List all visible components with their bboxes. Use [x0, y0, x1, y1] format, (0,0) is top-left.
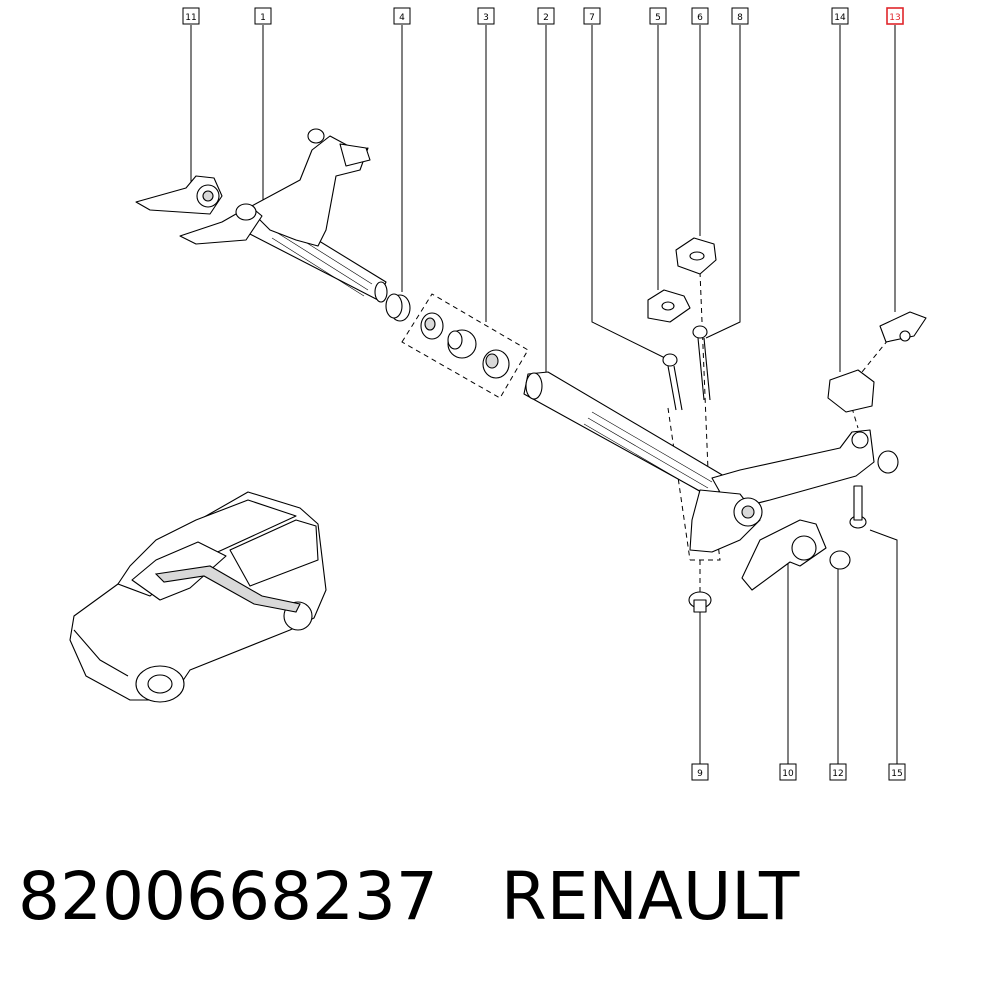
vehicle-illustration: [69, 491, 327, 703]
brackets-and-small-parts: [688, 311, 927, 613]
leader-lines: [190, 25, 898, 764]
callout-number: 5: [655, 13, 661, 23]
callout-number: 9: [697, 769, 703, 779]
callout-box: [886, 7, 904, 25]
callout-6: 6: [691, 7, 709, 25]
callout-number: 14: [834, 13, 846, 23]
callout-8: 8: [731, 7, 749, 25]
callout-box: [393, 7, 411, 25]
callout-4: 4: [393, 7, 411, 25]
callout-12: 12: [829, 763, 847, 781]
callout-number: 12: [832, 769, 843, 779]
callout-box: [254, 7, 272, 25]
callout-number: 7: [589, 13, 595, 23]
callout-number: 8: [737, 13, 743, 23]
callout-13: 13: [886, 7, 904, 25]
callout-3: 3: [477, 7, 495, 25]
bushing-set: [385, 293, 510, 379]
callout-box: [182, 7, 200, 25]
callout-box: [649, 7, 667, 25]
callout-number: 4: [399, 13, 405, 23]
callout-number: 15: [891, 769, 902, 779]
callout-box: [731, 7, 749, 25]
callout-box: [779, 763, 797, 781]
callout-box: [829, 763, 847, 781]
callout-box: [691, 763, 709, 781]
callout-2: 2: [537, 7, 555, 25]
rear-axle-left: [135, 128, 388, 303]
callout-14: 14: [831, 7, 849, 25]
callout-number: 6: [697, 13, 703, 23]
callout-5: 5: [649, 7, 667, 25]
callout-7: 7: [583, 7, 601, 25]
plates-and-bolts: [647, 237, 717, 411]
callout-10: 10: [779, 763, 797, 781]
callout-box: [583, 7, 601, 25]
callout-number: 13: [889, 13, 900, 23]
rear-axle-right: [523, 371, 899, 553]
callout-11: 11: [182, 7, 200, 25]
callout-9: 9: [691, 763, 709, 781]
callout-box: [888, 763, 906, 781]
callout-box: [537, 7, 555, 25]
callout-box: [831, 7, 849, 25]
callout-number: 3: [483, 13, 489, 23]
callout-number: 10: [782, 769, 794, 779]
callout-1: 1: [254, 7, 272, 25]
callout-box: [691, 7, 709, 25]
part-number: 8200668237: [18, 858, 438, 935]
footer: 8200668237 RENAULT: [18, 858, 799, 935]
callout-number: 1: [260, 13, 266, 23]
callout-number: 11: [185, 13, 196, 23]
callout-15: 15: [888, 763, 906, 781]
callout-number: 2: [543, 13, 549, 23]
brand-name: RENAULT: [500, 858, 800, 935]
callout-box: [477, 7, 495, 25]
assembly-guides: [401, 271, 889, 592]
